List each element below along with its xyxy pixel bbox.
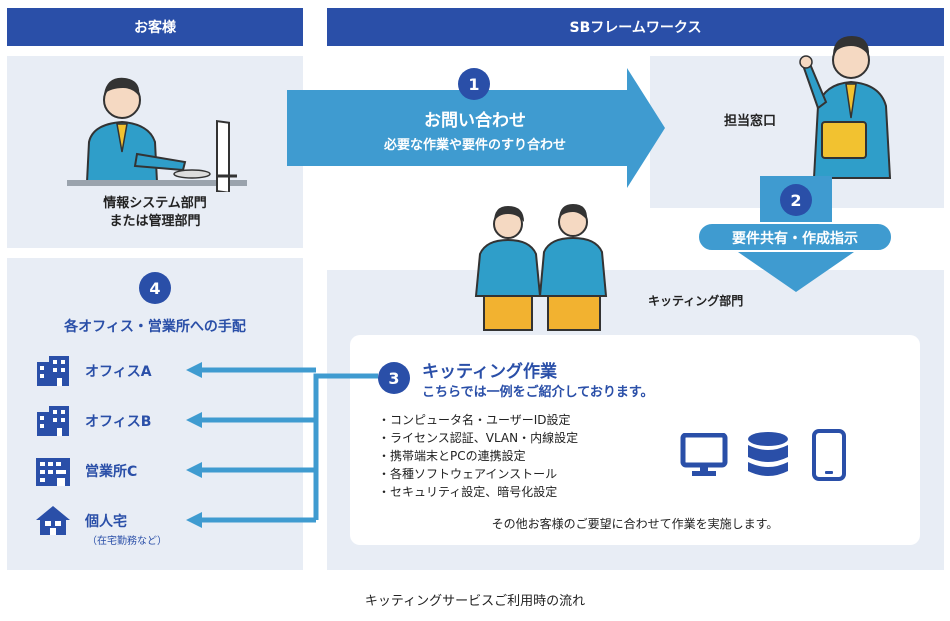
step3-subtitle: こちらでは一例をご紹介しております。 [422, 385, 654, 400]
step1-arrow [287, 68, 665, 188]
step3-task-list: ・コンピュータ名・ユーザーID設定 ・ライセンス認証、VLAN・内線設定 ・携帯… [378, 411, 578, 501]
customer-department-line1: 情報システム部門 [103, 196, 207, 211]
destination-office-a-label: オフィスA [85, 364, 152, 380]
task-item: ・携帯端末とPCの連携設定 [378, 449, 526, 463]
task-item: ・各種ソフトウェアインストール [378, 467, 558, 481]
monitor-icon [680, 433, 728, 476]
distribution-connector [186, 362, 378, 528]
step1-number: 1 [458, 68, 490, 100]
kitting-card: キッティング作業 こちらでは一例をご紹介しております。 ・コンピュータ名・ユーザ… [350, 335, 920, 545]
house-icon [36, 506, 70, 535]
company-header-label: SBフレームワークス [569, 20, 702, 36]
destination-home-label: 個人宅 [85, 514, 127, 530]
smartphone-icon [812, 429, 846, 481]
delivery-panel: 4 各オフィス・営業所への手配 オフィスA オフィスB 営業所C 個人宅 （在宅… [7, 258, 303, 570]
step1-title: お問い合わせ [424, 111, 526, 131]
step1-number-label: 1 [468, 74, 480, 94]
step2-number: 2 [780, 184, 812, 216]
destination-office-b [35, 404, 71, 440]
task-item: ・セキュリティ設定、暗号化設定 [378, 485, 558, 499]
customer-department: 情報システム部門 または管理部門 [7, 195, 303, 231]
step3-number: 3 [378, 362, 410, 394]
database-icon [748, 432, 788, 476]
office-building-icon [37, 356, 69, 386]
step3-note: その他お客様のご要望に合わせて作業を実施します。 [491, 517, 779, 531]
task-item: ・コンピュータ名・ユーザーID設定 [378, 413, 571, 427]
kitting-dept-label: キッティング部門 [648, 294, 744, 308]
branch-building-icon [36, 458, 70, 486]
step2-label: 要件共有・作成指示 [697, 222, 893, 252]
destination-office-b-label: オフィスB [85, 414, 152, 430]
customer-at-computer-illustration [67, 77, 247, 192]
company-header: SBフレームワークス [327, 8, 944, 46]
destination-branch-c [35, 454, 71, 490]
step3-number-label: 3 [388, 368, 400, 388]
figure-caption: キッティングサービスご利用時の流れ [364, 594, 586, 609]
customer-department-line2: または管理部門 [109, 214, 201, 229]
destination-branch-c-label: 営業所C [85, 464, 138, 480]
destination-home-note: （在宅勤務など） [87, 536, 167, 547]
customer-header-label: お客様 [134, 20, 176, 36]
kitting-staff-illustration [474, 204, 608, 331]
destination-office-a [35, 354, 71, 390]
step4-number: 4 [139, 272, 171, 304]
step4-number-label: 4 [149, 278, 161, 298]
contact-label: 担当窓口 [724, 114, 777, 129]
step2-number-label: 2 [790, 190, 802, 210]
office-building-icon [37, 406, 69, 436]
destination-home [35, 504, 71, 540]
customer-header: お客様 [7, 8, 303, 46]
customer-panel: 情報システム部門 または管理部門 [7, 56, 303, 248]
step4-title: 各オフィス・営業所への手配 [64, 319, 246, 335]
step3-title: キッティング作業 [422, 362, 557, 382]
contact-person-illustration [799, 36, 892, 179]
step1-subtitle: 必要な作業や要件のすり合わせ [383, 138, 566, 153]
task-item: ・ライセンス認証、VLAN・内線設定 [378, 431, 579, 445]
